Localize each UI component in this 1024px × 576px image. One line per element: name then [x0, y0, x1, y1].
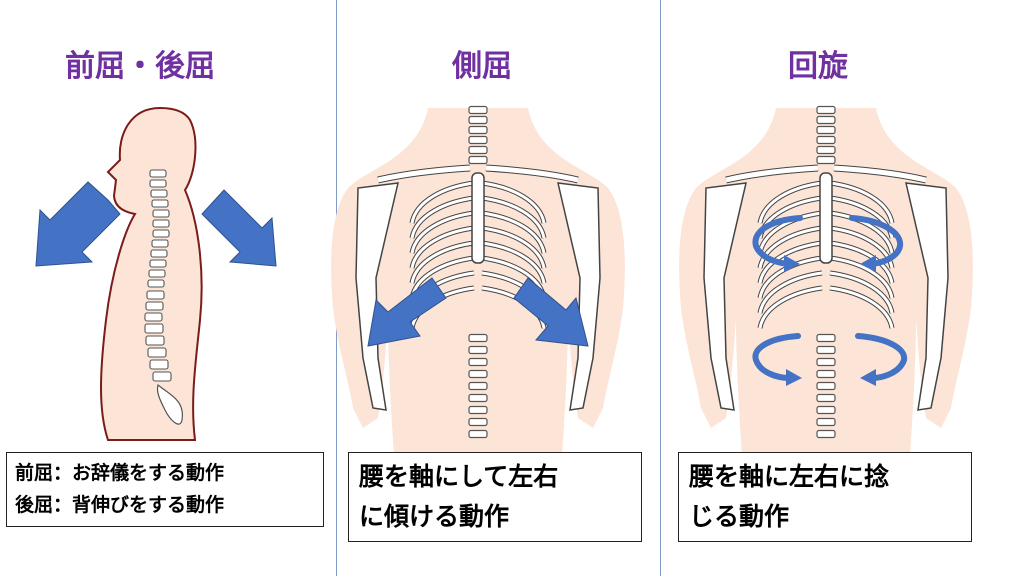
- caption-rotation-line-1: 腰を軸に左右に捻: [689, 462, 890, 491]
- caption-rotation-line-2: じる動作: [689, 502, 790, 531]
- caption-lateral-line-1: 腰を軸にして左右: [359, 462, 559, 491]
- caption-flexion: 前屈：お辞儀をする動作 後屈：背伸びをする動作: [6, 452, 324, 527]
- caption-lateral-flexion: 腰を軸にして左右 に傾ける動作: [348, 452, 642, 542]
- backward-arrow-icon: [201, 189, 277, 267]
- skeleton-rotation-icon: [679, 107, 973, 509]
- lateral-right-arrow-icon: [513, 277, 589, 347]
- lateral-left-arrow-icon: [367, 277, 447, 347]
- caption-flexion-line-1: 前屈：お辞儀をする動作: [15, 462, 225, 484]
- spine-side-icon: [144, 169, 183, 425]
- caption-flexion-line-2: 後屈：背伸びをする動作: [15, 494, 225, 516]
- panel-title-lateral-flexion: 側屈: [452, 49, 512, 84]
- panel-title-rotation: 回旋: [788, 49, 848, 84]
- panel-title-flexion: 前屈・後屈: [65, 49, 215, 84]
- panel-divider-right: [660, 0, 661, 576]
- rotation-arrows-icon: [752, 215, 908, 386]
- caption-lateral-line-2: に傾ける動作: [359, 502, 510, 531]
- caption-rotation: 腰を軸に左右に捻 じる動作: [678, 452, 972, 542]
- forward-arrow-icon: [35, 181, 121, 267]
